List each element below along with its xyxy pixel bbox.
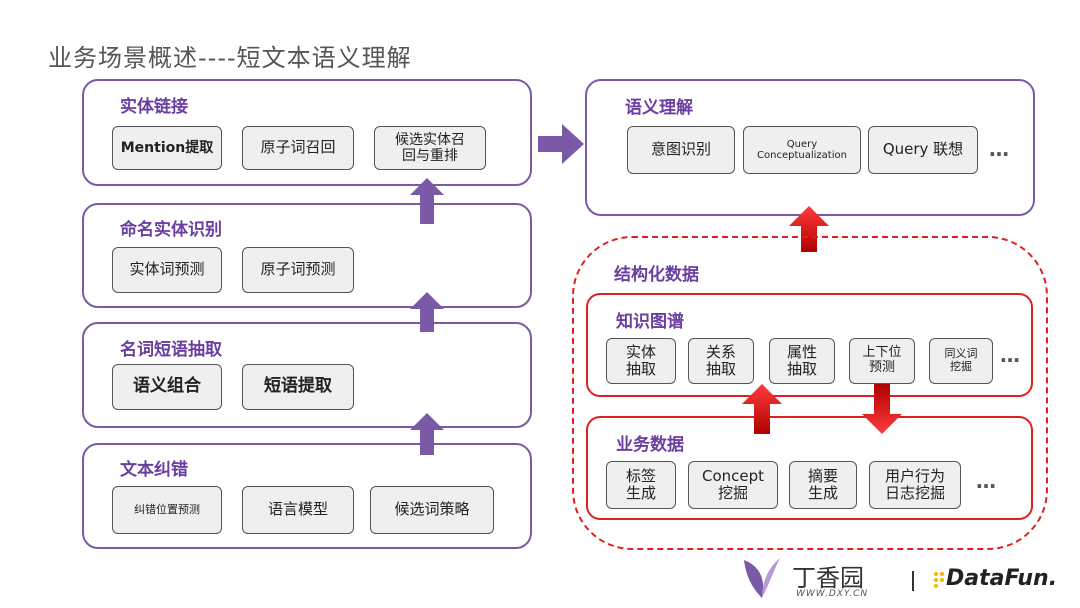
chip-phrase-extract: 短语提取: [242, 364, 354, 410]
chip-language-model: 语言模型: [242, 486, 354, 534]
right-arrow-icon: [538, 124, 584, 164]
panel-correction: 文本纠错 纠错位置预测 语言模型 候选词策略: [82, 443, 532, 549]
up-arrow-icon: [742, 384, 782, 434]
ellipsis: …: [976, 469, 997, 493]
panel-noun-phrase: 名词短语抽取 语义组合 短语提取: [82, 322, 532, 428]
panel-ner: 命名实体识别 实体词预测 原子词预测: [82, 203, 532, 308]
panel-title: 业务数据: [616, 435, 684, 455]
dxy-logo-url: WWW.DXY.CN: [796, 589, 869, 599]
page-title: 业务场景概述----短文本语义理解: [48, 44, 412, 72]
chip-entity-word-predict: 实体词预测: [112, 247, 222, 293]
up-arrow-icon: [789, 206, 829, 252]
chip-relation-extract: 关系 抽取: [688, 338, 754, 384]
chip-user-behavior-log-mining: 用户行为 日志挖掘: [869, 461, 961, 509]
chip-candidate-recall-rerank: 候选实体召 回与重排: [374, 126, 486, 170]
chip-candidate-strategy: 候选词策略: [370, 486, 494, 534]
chip-synonym-mining: 同义词 挖掘: [929, 338, 993, 384]
panel-title: 语义理解: [625, 98, 693, 118]
dxy-logo-icon: [744, 558, 780, 598]
panel-title: 命名实体识别: [120, 220, 222, 240]
panel-entity-linking: 实体链接 Mention提取 原子词召回 候选实体召 回与重排: [82, 79, 532, 186]
panel-knowledge-graph: 知识图谱 实体 抽取 关系 抽取 属性 抽取 上下位 预测 同义词 挖掘 …: [586, 293, 1033, 397]
datafun-dots-icon: [934, 572, 944, 588]
panel-title: 知识图谱: [616, 312, 684, 332]
chip-attribute-extract: 属性 抽取: [769, 338, 835, 384]
panel-title: 文本纠错: [120, 460, 188, 480]
up-arrow-icon: [410, 292, 444, 332]
ellipsis: …: [1000, 343, 1021, 367]
structured-data-title: 结构化数据: [614, 265, 699, 285]
chip-concept-mining: Concept 挖掘: [688, 461, 778, 509]
chip-hypernym-predict: 上下位 预测: [849, 338, 915, 384]
chip-atomic-word-predict: 原子词预测: [242, 247, 354, 293]
chip-mention-extract: Mention提取: [112, 126, 222, 170]
chip-summary-generation: 摘要 生成: [789, 461, 857, 509]
dxy-logo-name: 丁香园: [792, 564, 864, 592]
panel-title: 名词短语抽取: [120, 340, 222, 360]
chip-error-position-predict: 纠错位置预测: [112, 486, 222, 534]
chip-semantic-combination: 语义组合: [112, 364, 222, 410]
ellipsis: …: [989, 137, 1010, 161]
down-arrow-icon: [862, 384, 902, 434]
chip-intent-recognition: 意图识别: [627, 126, 735, 174]
chip-query-association: Query 联想: [868, 126, 978, 174]
datafun-logo: DataFun.: [946, 566, 1058, 591]
panel-business-data: 业务数据 标签 生成 Concept 挖掘 摘要 生成 用户行为 日志挖掘 …: [586, 416, 1033, 520]
up-arrow-icon: [410, 178, 444, 224]
chip-tag-generation: 标签 生成: [606, 461, 676, 509]
chip-entity-extract: 实体 抽取: [606, 338, 676, 384]
panel-semantic-understanding: 语义理解 意图识别 Query Conceptualization Query …: [585, 79, 1035, 216]
up-arrow-icon: [410, 413, 444, 455]
chip-query-conceptualization: Query Conceptualization: [743, 126, 861, 174]
structured-data-container: [572, 236, 1048, 550]
logo-separator: [912, 571, 914, 591]
panel-title: 实体链接: [120, 97, 188, 117]
chip-atomic-recall: 原子词召回: [242, 126, 354, 170]
